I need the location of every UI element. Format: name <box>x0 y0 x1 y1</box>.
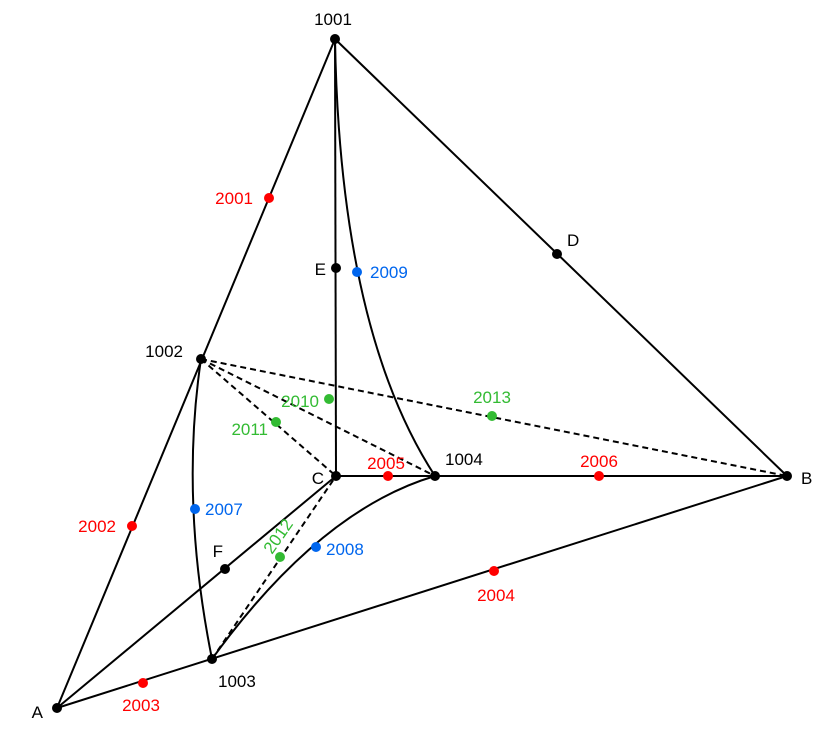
point-label: 2010 <box>281 392 319 411</box>
point-2006: 2006 <box>580 452 618 481</box>
vertex-dot <box>552 249 562 259</box>
point-dot <box>190 504 200 514</box>
vertex-dot <box>331 471 341 481</box>
edge-1001-C <box>334 38 337 477</box>
vertex-dot <box>52 703 62 713</box>
point-2010: 2010 <box>281 392 334 411</box>
vertex-A: A <box>32 703 62 722</box>
vertex-label: B <box>801 469 812 488</box>
vertex-dot <box>430 471 440 481</box>
vertex-C: C <box>312 469 341 488</box>
point-label: 2008 <box>326 540 364 559</box>
point-label: 2001 <box>215 189 253 208</box>
edge-A-C <box>56 475 337 709</box>
point-2008: 2008 <box>311 540 364 559</box>
point-label: 2002 <box>78 517 116 536</box>
point-label: 2012 <box>260 515 297 557</box>
vertex-F: F <box>213 542 230 574</box>
vertex-dot <box>196 354 206 364</box>
edge-1002-C <box>200 358 337 477</box>
point-dot <box>271 417 281 427</box>
point-2004: 2004 <box>477 566 515 605</box>
point-2013: 2013 <box>473 388 511 421</box>
point-2011: 2011 <box>231 417 281 439</box>
point-2003: 2003 <box>122 678 160 715</box>
point-label: 2005 <box>367 454 405 473</box>
point-dot <box>127 521 137 531</box>
nodes: 2001 2002 2003 2004 2005 2006 2007 2008 2009 2010… <box>32 10 813 722</box>
vertex-label: 1003 <box>218 672 256 691</box>
edge-A-B <box>56 475 788 709</box>
point-label: 2003 <box>122 696 160 715</box>
point-2012: 2012 <box>260 515 297 562</box>
point-dot <box>324 394 334 404</box>
point-dot <box>138 678 148 688</box>
vertex-label: E <box>315 260 326 279</box>
point-dot <box>383 471 393 481</box>
vertex-1004: 1004 <box>430 450 483 481</box>
point-2005: 2005 <box>367 454 405 481</box>
point-dot <box>264 193 274 203</box>
vertex-label: 1002 <box>145 342 183 361</box>
edge-1001-A <box>56 38 336 709</box>
point-dot <box>489 566 499 576</box>
point-dot <box>487 411 497 421</box>
point-2009: 2009 <box>352 263 408 282</box>
edge-1003-C <box>211 475 337 660</box>
edge-1001-B <box>334 38 788 477</box>
vertex-1001: 1001 <box>314 10 352 44</box>
point-dot <box>352 267 362 277</box>
vertex-label: F <box>213 542 223 561</box>
point-2007: 2007 <box>190 500 243 519</box>
vertex-D: D <box>552 231 579 259</box>
point-label: 2006 <box>580 452 618 471</box>
point-2002: 2002 <box>78 517 137 536</box>
vertex-label: C <box>312 469 324 488</box>
vertex-label: A <box>32 703 44 722</box>
point-label: 2007 <box>205 500 243 519</box>
vertex-label: 1004 <box>445 450 483 469</box>
vertex-label: D <box>567 231 579 250</box>
point-dot <box>594 471 604 481</box>
vertex-label: 1001 <box>314 10 352 29</box>
edge-1002-1004 <box>200 358 436 477</box>
point-2001: 2001 <box>215 189 274 208</box>
point-label: 2004 <box>477 586 515 605</box>
vertex-dot <box>220 564 230 574</box>
point-dot <box>275 552 285 562</box>
vertex-E: E <box>315 260 341 279</box>
edges <box>56 38 788 709</box>
edge-1001-1004 <box>334 38 436 477</box>
vertex-dot <box>331 263 341 273</box>
vertex-dot <box>207 654 217 664</box>
vertex-dot <box>782 471 792 481</box>
edge-1003-1004 <box>211 475 436 660</box>
point-dot <box>311 542 321 552</box>
vertex-B: B <box>782 469 812 488</box>
vertex-dot <box>330 34 340 44</box>
point-label: 2013 <box>473 388 511 407</box>
point-label: 2011 <box>231 420 268 439</box>
vertex-1002: 1002 <box>145 342 206 364</box>
vertex-1003: 1003 <box>207 654 256 691</box>
point-label: 2009 <box>370 263 408 282</box>
